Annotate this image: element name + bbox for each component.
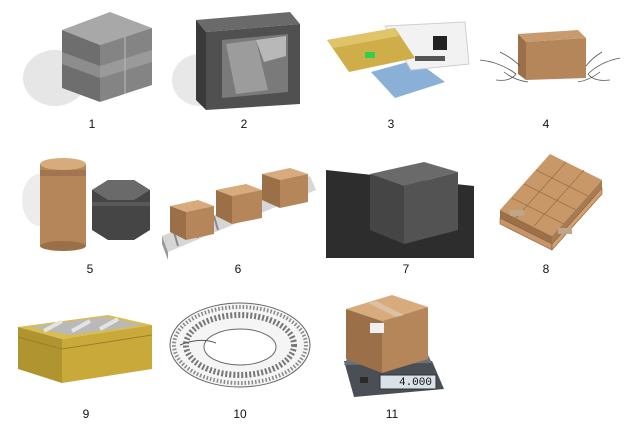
item-number: 7 (402, 262, 410, 276)
window-box-icon (172, 12, 300, 110)
item-9: 9 (0, 285, 160, 424)
item-number: 1 (88, 117, 96, 131)
item-7: 7 (320, 140, 480, 280)
item-11: 4.000 11 (320, 285, 480, 424)
gold-gift-box-icon (17, 315, 153, 383)
item-number: 10 (233, 407, 247, 421)
item-1: 1 (0, 0, 160, 140)
scale-display: 4.000 (398, 377, 432, 389)
item-number: 11 (385, 407, 399, 421)
cylinder-and-hexagon-boxes-icon (22, 158, 150, 251)
stretch-wrapped-box-icon (23, 12, 152, 106)
padded-envelopes-icon (327, 21, 470, 98)
item-number: 8 (542, 262, 550, 276)
bubble-wrap-roll-icon (169, 302, 311, 388)
box-on-scale-icon (344, 295, 444, 397)
item-number: 4 (542, 117, 550, 131)
black-box-icon (326, 162, 474, 258)
hands-holding-box-icon (479, 30, 621, 83)
item-3: 3 (315, 0, 475, 140)
item-number: 9 (82, 407, 90, 421)
pallet-boxes-icon (499, 154, 603, 251)
item-4: 4 (470, 0, 625, 140)
conveyor-boxes-icon (162, 168, 316, 260)
item-number: 3 (387, 117, 395, 131)
item-number: 2 (240, 117, 248, 131)
item-number: 6 (234, 262, 242, 276)
item-2: 2 (160, 0, 320, 140)
item-number: 5 (86, 262, 94, 276)
item-6: 6 (160, 140, 320, 280)
item-8: 8 (480, 140, 625, 280)
item-10: 10 (160, 285, 320, 424)
item-5: 5 (0, 140, 160, 280)
